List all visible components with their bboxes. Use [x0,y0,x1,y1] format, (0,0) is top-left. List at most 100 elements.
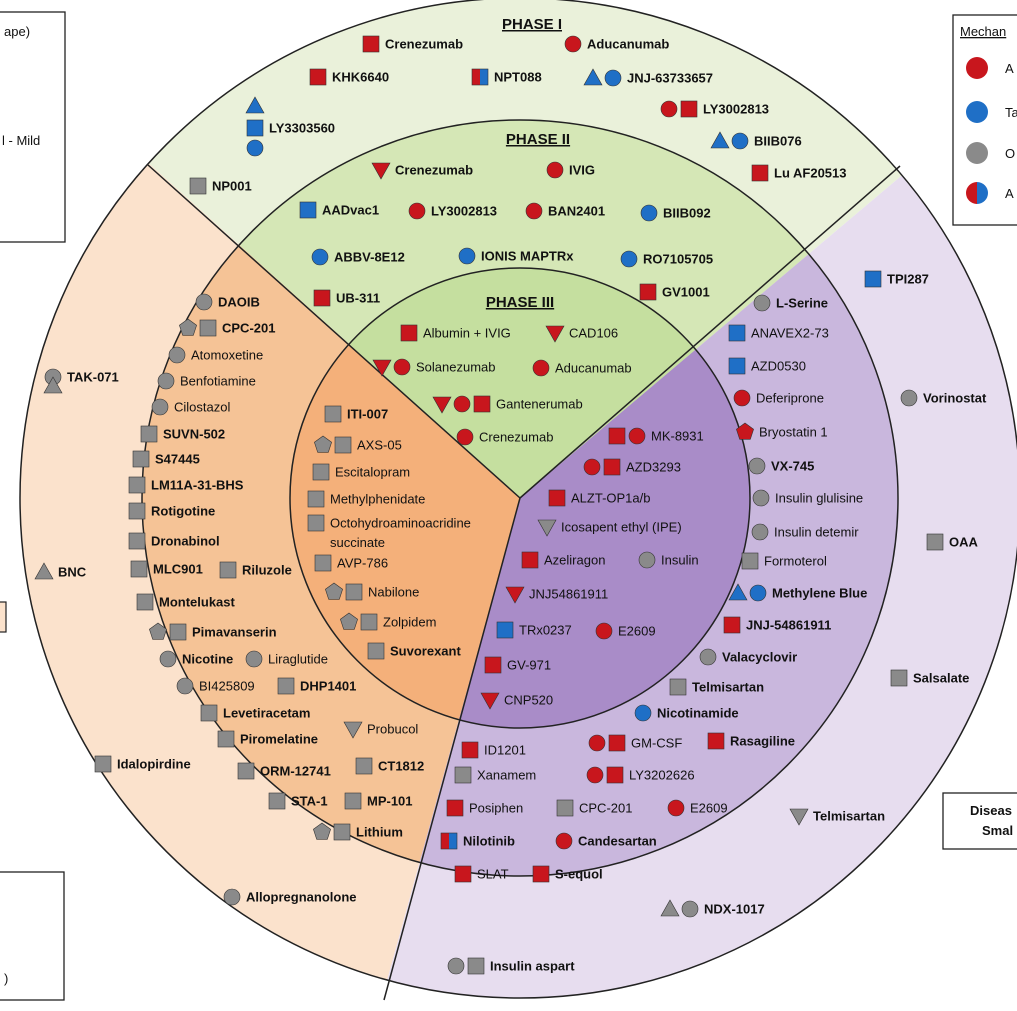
drug-entry-p2-ban2401: BAN2401 [525,202,605,220]
drug-entry-lo-mp101: MP-101 [344,792,413,810]
drug-label: Crenezumab [385,37,463,52]
square-icon [324,405,342,423]
drug-label-continued: succinate [330,535,385,550]
drug-entry-p2-ro7105705: RO7105705 [620,250,713,268]
square-icon [199,319,217,337]
drug-entry-p2-ionis: IONIS MAPTRx [458,247,574,265]
drug-entry-p1-khk6640: KHK6640 [309,68,389,86]
drug-label: GV-971 [507,658,551,673]
square-icon [521,551,539,569]
circle-icon [628,427,646,445]
square-icon [130,560,148,578]
drug-entry-p2-aadvac1: AADvac1 [299,201,379,219]
square-icon [890,669,908,687]
drug-label: Xanamem [477,768,536,783]
drug-entry-vm-methyleneblue: Methylene Blue [728,583,867,602]
drug-label: ANAVEX2-73 [751,326,829,341]
drug-label: Crenezumab [395,163,473,178]
square-icon [603,458,621,476]
drug-label: Cilostazol [174,400,230,415]
drug-label: Candesartan [578,834,657,849]
drug-entry-p2-gv1001: GV1001 [639,283,710,301]
drug-entry-li-escitalopram: Escitalopram [312,463,410,481]
drug-entry-p2-ub311: UB-311 [313,289,380,307]
circle-icon [733,389,751,407]
drug-label: Lithium [356,825,403,840]
drug-label: AZD0530 [751,359,806,374]
ly3303560-extra-icons [245,96,265,157]
drug-entry-vm-e2609: E2609 [667,799,728,817]
circle-icon [731,132,749,150]
drug-entry-vm-glulisine: Insulin glulisine [752,489,863,507]
drug-entry-vm-candesartan: Candesartan [555,832,657,850]
circle-icon [408,202,426,220]
drug-label: Azeliragon [544,553,605,568]
square-icon [400,324,418,342]
legend-gray-circle-icon [966,142,988,164]
drug-entry-lo-nicotine: Nicotine [159,650,233,668]
drug-entry-lo-levetiracetam: Levetiracetam [200,704,310,722]
box-left-small [0,601,7,633]
legend-top-left-line1: ape) [4,24,30,39]
drug-entry-vi-insulin: Insulin [638,551,699,569]
drug-entry-oo-allopregnanolone: Allopregnanolone [223,888,357,906]
drug-label: TPI287 [887,272,929,287]
drug-label: AADvac1 [322,203,379,218]
drug-entry-lo-mlc901: MLC901 [130,560,203,578]
drug-entry-vo-insulinaspart: Insulin aspart [447,957,575,975]
circle-icon [176,677,194,695]
drug-entry-p1-ly3303560: LY3303560 [246,119,335,137]
drug-entry-vi-icosapent: Icosapent ethyl (IPE) [537,520,682,537]
drug-entry-li-nabilone: Nabilone [325,582,419,601]
drug-label: Idalopirdine [117,757,191,772]
circle-icon [546,161,564,179]
square-icon [307,490,325,508]
drug-label: UB-311 [336,291,380,306]
legend-row-4-text: A [1005,186,1014,201]
drug-entry-lo-orm12741: ORM-12741 [237,762,331,780]
box-bottom-left: ) [0,871,65,1001]
circle-icon [157,372,175,390]
square-icon [556,799,574,817]
drug-entry-vi-cnp520: CNP520 [480,692,553,710]
inverted-triangle-icon [480,692,500,710]
drug-entry-p1-np001: NP001 [189,177,252,195]
legend-row-3-text: O [1005,146,1015,161]
square-icon [314,554,332,572]
circle-icon [456,428,474,446]
drug-label: LY3202626 [629,768,695,783]
box-right: Diseas Smal [942,792,1017,850]
circle-icon [660,100,678,118]
drug-label: ORM-12741 [260,764,331,779]
drug-label: BIIB076 [754,134,802,149]
drug-label: Icosapent ethyl (IPE) [561,520,682,535]
drug-entry-lo-suvn502: SUVN-502 [140,425,225,443]
drug-entry-p2-ly3002813: LY3002813 [408,202,497,220]
square-icon [313,289,331,307]
half-square-icon [440,832,458,850]
drug-label: Nicotinamide [657,706,739,721]
drug-label: Formoterol [764,554,827,569]
drug-label: Benfotiamine [180,374,256,389]
drug-label: Levetiracetam [223,706,310,721]
drug-label: ALZT-OP1a/b [571,491,650,506]
square-icon [454,865,472,883]
drug-entry-vm-posiphen: Posiphen [446,799,523,817]
circle-icon [525,202,543,220]
circle-icon [900,389,918,407]
drug-label: LY3303560 [269,121,335,136]
square-icon [128,502,146,520]
circle-icon [586,766,604,784]
square-icon [728,357,746,375]
drug-entry-p2-biib092: BIIB092 [640,204,711,222]
square-icon [307,514,325,532]
drug-label: NDX-1017 [704,902,765,917]
circle-icon [640,204,658,222]
circle-icon [595,622,613,640]
drug-label: JNJ-63733657 [627,71,713,86]
tak071-extra-icon [43,376,63,394]
square-icon [751,164,769,182]
drug-entry-p1-npt088: NPT088 [471,68,542,86]
